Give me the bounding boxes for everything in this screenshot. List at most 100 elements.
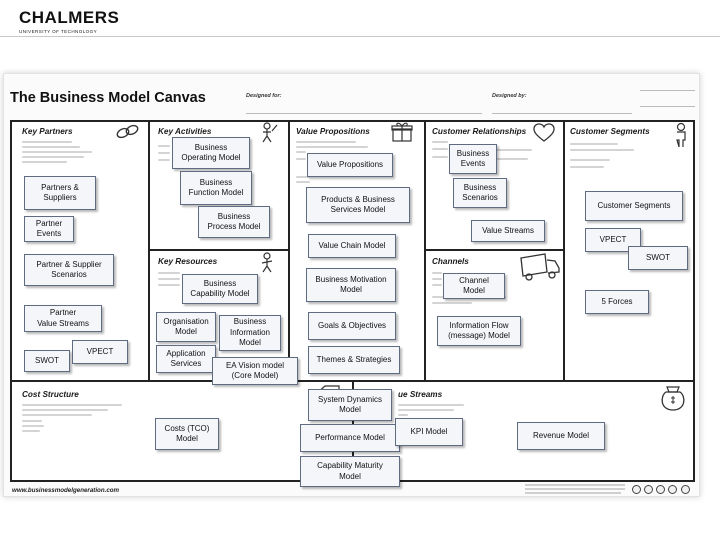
- capability-maturity-model-box[interactable]: Capability Maturity Model: [300, 456, 400, 487]
- channel-model-box[interactable]: Channel Model: [443, 273, 505, 299]
- money-bag-icon: [658, 384, 688, 412]
- business-information-model-box[interactable]: Business Information Model: [219, 315, 281, 351]
- template-hint-line: [22, 409, 108, 411]
- logo-main-text: CHALMERS: [19, 8, 120, 27]
- swot-right-box[interactable]: SWOT: [628, 246, 688, 270]
- template-hint-line: [432, 284, 442, 286]
- information-flow-model-box[interactable]: Information Flow (message) Model: [437, 316, 521, 346]
- template-hint-line: [432, 278, 442, 280]
- customer-segments-title: Customer Segments: [570, 127, 650, 136]
- template-hint-line: [22, 404, 122, 406]
- business-function-model-box[interactable]: Business Function Model: [180, 171, 252, 205]
- template-hint-line: [22, 161, 67, 163]
- template-hint-line: [398, 414, 408, 416]
- gift-icon: [390, 121, 414, 143]
- template-hint-line: [570, 143, 618, 145]
- license-fine-print: [525, 488, 625, 490]
- swot-left-box[interactable]: SWOT: [24, 350, 70, 372]
- chain-link-icon: [115, 122, 141, 142]
- template-hint-line: [296, 176, 310, 178]
- date-line: [640, 90, 695, 91]
- template-hint-line: [296, 146, 368, 148]
- template-hint-line: [158, 278, 180, 280]
- revenue-streams-title: ue Streams: [398, 390, 443, 399]
- costs-tco-model-box[interactable]: Costs (TCO) Model: [155, 418, 219, 450]
- license-fine-print: [525, 484, 625, 486]
- business-motivation-model-box[interactable]: Business Motivation Model: [306, 268, 396, 302]
- footer-url: www.businessmodelgeneration.com: [12, 487, 120, 494]
- license-fine-print: [525, 492, 621, 494]
- designed-for-label: Designed for:: [246, 93, 282, 99]
- template-hint-line: [296, 151, 306, 153]
- template-hint-line: [22, 146, 80, 148]
- value-streams-box[interactable]: Value Streams: [471, 220, 545, 242]
- header-divider: [0, 36, 720, 37]
- heart-icon: [532, 123, 556, 143]
- designed-for-line: [246, 113, 482, 114]
- noncommercial-icon: [668, 485, 677, 494]
- template-hint-line: [22, 156, 84, 158]
- template-hint-line: [432, 302, 472, 304]
- application-services-box[interactable]: Application Services: [156, 345, 216, 373]
- value-propositions-title: Value Propositions: [296, 127, 370, 136]
- person-icon: [672, 122, 690, 148]
- template-hint-line: [570, 166, 604, 168]
- template-hint-line: [158, 272, 180, 274]
- designed-by-label: Designed by:: [492, 93, 527, 99]
- template-hint-line: [432, 272, 442, 274]
- key-resources-title: Key Resources: [158, 257, 218, 266]
- value-chain-model-box[interactable]: Value Chain Model: [308, 234, 396, 258]
- key-activities-title: Key Activities: [158, 127, 212, 136]
- kpi-model-box[interactable]: KPI Model: [395, 418, 463, 446]
- partners-suppliers-box[interactable]: Partners & Suppliers: [24, 176, 96, 210]
- customer-segments-box[interactable]: Customer Segments: [585, 191, 683, 221]
- iteration-line: [640, 106, 695, 107]
- partner-supplier-scenarios-box[interactable]: Partner & Supplier Scenarios: [24, 254, 114, 286]
- business-capability-model-box[interactable]: Business Capability Model: [182, 274, 258, 304]
- worker-icon: [255, 122, 279, 144]
- template-hint-line: [22, 141, 72, 143]
- vpect-left-box[interactable]: VPECT: [72, 340, 128, 364]
- business-events-box[interactable]: Business Events: [449, 144, 497, 174]
- template-hint-line: [22, 430, 40, 432]
- business-scenarios-box[interactable]: Business Scenarios: [453, 178, 507, 208]
- designed-by-line: [492, 113, 632, 114]
- products-services-model-box[interactable]: Products & Business Services Model: [306, 187, 410, 223]
- template-hint-line: [158, 284, 180, 286]
- ea-vision-model-box[interactable]: EA Vision model (Core Model): [212, 357, 298, 385]
- revenue-model-box[interactable]: Revenue Model: [517, 422, 605, 450]
- goals-objectives-box[interactable]: Goals & Objectives: [308, 312, 396, 340]
- template-hint-line: [570, 159, 610, 161]
- template-hint-line: [432, 141, 448, 143]
- canvas-title: The Business Model Canvas: [10, 90, 206, 106]
- worker-icon: [255, 252, 279, 274]
- template-hint-line: [22, 420, 42, 422]
- partner-events-box[interactable]: Partner Events: [24, 216, 74, 242]
- business-operating-model-box[interactable]: Business Operating Model: [172, 137, 250, 169]
- template-hint-line: [296, 158, 306, 160]
- creative-commons-icon: [632, 485, 641, 494]
- template-hint-line: [296, 181, 310, 183]
- grid-divider: [424, 121, 426, 381]
- logo-sub-text: UNIVERSITY OF TECHNOLOGY: [19, 29, 98, 34]
- business-process-model-box[interactable]: Business Process Model: [198, 206, 270, 238]
- five-forces-box[interactable]: 5 Forces: [585, 290, 649, 314]
- performance-model-box[interactable]: Performance Model: [300, 424, 400, 452]
- partner-value-streams-box[interactable]: Partner Value Streams: [24, 305, 102, 332]
- template-hint-line: [158, 145, 170, 147]
- template-hint-line: [22, 425, 44, 427]
- template-hint-line: [296, 141, 356, 143]
- system-dynamics-model-box[interactable]: System Dynamics Model: [308, 389, 392, 421]
- themes-strategies-box[interactable]: Themes & Strategies: [308, 346, 400, 374]
- template-hint-line: [22, 151, 92, 153]
- value-propositions-box[interactable]: Value Propositions: [307, 153, 393, 177]
- attribution-icon: [644, 485, 653, 494]
- template-hint-line: [398, 409, 454, 411]
- template-hint-line: [492, 158, 528, 160]
- customer-relationships-title: Customer Relationships: [432, 127, 527, 136]
- template-hint-line: [432, 156, 448, 158]
- organisation-model-box[interactable]: Organisation Model: [156, 312, 216, 342]
- truck-icon: [517, 252, 561, 282]
- grid-divider: [148, 121, 150, 381]
- template-hint-line: [158, 159, 170, 161]
